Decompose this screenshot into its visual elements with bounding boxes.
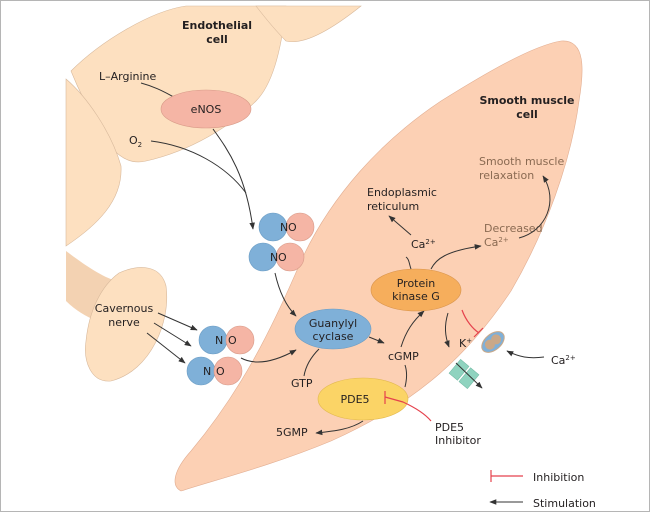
no-molecule: N O xyxy=(198,325,255,355)
guanylyl-to-cgmp-arrow xyxy=(368,336,385,344)
svg-text:O: O xyxy=(278,251,287,264)
k-channel-icon xyxy=(448,359,480,389)
nerve-arrow-1 xyxy=(157,312,198,331)
gtp-label: GTP xyxy=(291,377,313,390)
cgmp-label: cGMP xyxy=(388,350,419,363)
o2-arrow xyxy=(150,140,247,194)
k-plus-label: K+ xyxy=(459,337,472,350)
pde5-inhibitor-line xyxy=(384,396,432,422)
enos-label: eNOS xyxy=(191,103,222,116)
smooth-muscle-cell xyxy=(174,40,583,492)
legend-inhibition-label: Inhibition xyxy=(533,471,584,484)
cgmp-to-pkg-arrow xyxy=(400,310,425,348)
protein-kinase-g-node xyxy=(370,268,462,312)
ca-channel-icon xyxy=(481,331,505,353)
no-molecule: N O xyxy=(258,212,315,242)
pde5-to-5gmp-arrow xyxy=(315,420,364,436)
k-efflux-arrow xyxy=(455,362,483,389)
pde5-to-cgmp-connector xyxy=(404,364,407,388)
no-molecule: N O xyxy=(186,356,243,386)
ca2-outside-label: Ca2+ xyxy=(551,354,576,367)
legend-stimulation-label: Stimulation xyxy=(533,497,596,510)
pkg-inhibits-ca-channel-bar xyxy=(473,327,484,338)
nerve-arrow-2 xyxy=(153,322,192,347)
gtp-connector xyxy=(303,348,320,377)
svg-text:N: N xyxy=(215,334,223,347)
ca-to-er-arrow xyxy=(388,215,412,236)
svg-text:O: O xyxy=(288,221,297,234)
no-to-guanylyl-arrow-2 xyxy=(240,349,297,363)
5gmp-label: 5GMP xyxy=(276,426,308,439)
svg-text:N: N xyxy=(280,221,288,234)
enos-node xyxy=(160,89,252,129)
cavernous-nerve-cell xyxy=(66,251,168,382)
enos-to-no-arrow xyxy=(212,128,255,230)
no-to-guanylyl-arrow xyxy=(274,272,297,317)
guanylyl-cyclase-node xyxy=(294,308,372,350)
o2-label: O2 xyxy=(129,134,142,149)
pkg-to-ca-connector xyxy=(405,256,412,270)
ca-influx-arrow xyxy=(506,350,545,359)
pde5-node xyxy=(317,377,409,421)
decreased-ca-to-relaxation-arrow xyxy=(518,175,551,239)
no-molecule: N O xyxy=(248,242,305,272)
l-arginine-label: L–Arginine xyxy=(99,70,157,83)
pkg-to-decreased-ca-arrow xyxy=(430,244,482,270)
l-arginine-connector xyxy=(140,82,175,98)
svg-text:N: N xyxy=(203,365,211,378)
svg-text:O: O xyxy=(216,365,225,378)
nerve-arrow-3 xyxy=(146,332,186,364)
svg-text:O: O xyxy=(228,334,237,347)
svg-text:N: N xyxy=(270,251,278,264)
ca2-er-label: Ca2+ xyxy=(411,238,436,251)
pkg-inhibits-ca-channel-line xyxy=(461,309,480,334)
pkg-to-k-channel-arrow xyxy=(444,312,450,348)
legend: Inhibition Stimulation xyxy=(489,470,596,510)
endothelial-cell xyxy=(65,5,362,247)
pde5-label: PDE5 xyxy=(340,393,369,406)
